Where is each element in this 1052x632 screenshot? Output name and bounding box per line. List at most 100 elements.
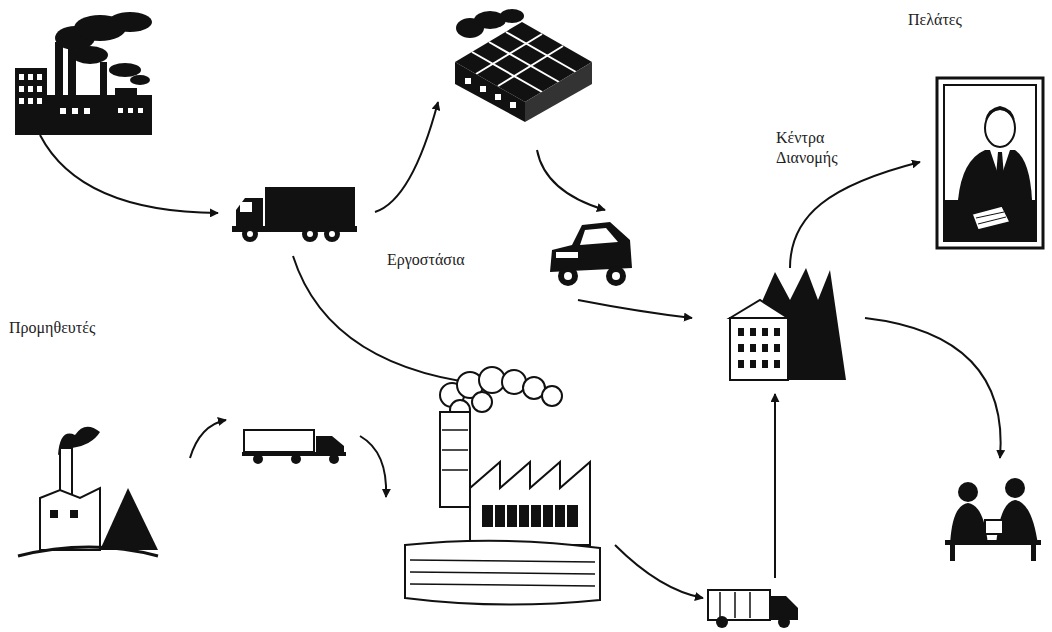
factory-icon-part-part [510, 102, 516, 108]
manufacturing-plant-icon-part-part [410, 560, 595, 562]
customer-portrait-icon-part [958, 150, 1032, 200]
distribution-center-icon-part-part [750, 360, 756, 368]
supplier-factory-icon-part-part [60, 108, 66, 114]
factory-icon-part [455, 62, 525, 122]
truck-icon-part [247, 231, 253, 237]
factory-icon-part-part [480, 86, 486, 92]
supplier-plant-icon-part [50, 510, 58, 518]
supplier-factory-icon-part-part [37, 86, 42, 92]
factory-icon-part-part [495, 94, 501, 100]
customer-portrait-icon-part [985, 106, 1015, 120]
delivery-truck-icon-part-part [719, 592, 721, 618]
stage-label: Πελάτες [908, 10, 962, 30]
flow-arrows-part [537, 150, 605, 210]
supplier-factory-icon-part-part [19, 74, 24, 80]
office-customers-icon-part [985, 520, 1003, 534]
manufacturing-plant-icon-part [494, 505, 566, 527]
supplier-factory-icon-part [19, 74, 143, 114]
pickup-truck-icon-part [556, 252, 578, 258]
trailer-truck-icon-part [244, 430, 314, 452]
office-customers-icon-part [950, 545, 955, 561]
manufacturing-plant-icon-part-part [529, 505, 531, 527]
manufacturing-plant-icon-part [482, 505, 578, 527]
supplier-factory-icon-part-part [84, 108, 90, 114]
truck-icon [232, 187, 357, 242]
stage-label-text: Κέντρα Διανομής [776, 129, 838, 166]
pickup-truck-icon-part [550, 222, 632, 272]
customer-portrait-icon-part [944, 200, 1036, 241]
supplier-plant-icon-part [18, 547, 158, 556]
pickup-truck-icon-part [564, 272, 572, 280]
distribution-center-icon-part-part [750, 328, 756, 336]
truck-icon-part [302, 226, 318, 242]
supplier-factory-icon-part-part [37, 98, 42, 104]
delivery-truck-icon-part [720, 592, 750, 618]
flow-arrows [40, 102, 1001, 598]
supplier-factory-icon-part-part [118, 108, 123, 113]
distribution-center-icon-part-part [774, 360, 780, 368]
distribution-center-icon-part-part [750, 344, 756, 352]
supplier-factory-icon-part [68, 38, 76, 102]
factory-icon-part-part [489, 42, 559, 82]
office-customers-icon-part [950, 503, 988, 545]
delivery-truck-icon-part [708, 590, 770, 620]
factory-icon-part-part [472, 52, 542, 92]
distribution-center-icon-part-part [738, 344, 744, 352]
manufacturing-plant-icon-part-part [442, 469, 468, 471]
supplier-plant-icon-part [100, 488, 158, 550]
flow-arrows-part [293, 256, 500, 386]
manufacturing-plant-icon [405, 367, 600, 605]
supplier-factory-icon [15, 12, 152, 135]
factory-icon-part-part [476, 34, 542, 74]
trailer-truck-icon-part [329, 454, 339, 464]
customer-portrait-icon [937, 78, 1043, 248]
factory-icon [455, 9, 592, 122]
factory-icon-part [525, 62, 592, 122]
manufacturing-plant-icon-part-part [517, 505, 519, 527]
distribution-center-icon-part-part [762, 344, 768, 352]
delivery-truck-icon [708, 590, 798, 628]
truck-icon-part [265, 187, 355, 229]
flow-arrows-part [865, 318, 1001, 458]
distribution-center-icon-part-part [762, 328, 768, 336]
supplier-factory-icon-part-part [28, 74, 33, 80]
trailer-truck-icon-part [291, 454, 301, 464]
supplier-factory-icon-part [40, 95, 152, 135]
stage-label-text: Προμηθευτές [9, 319, 95, 336]
distribution-center-icon-part-part [774, 344, 780, 352]
pickup-truck-icon-part [580, 228, 618, 245]
distribution-center-icon-part-part [762, 360, 768, 368]
distribution-center-icon-part-part [738, 360, 744, 368]
customer-portrait-icon-part [972, 206, 1010, 230]
factory-icon-part [465, 78, 516, 108]
manufacturing-plant-icon-part-part [493, 505, 495, 527]
office-customers-icon-part [1031, 545, 1036, 561]
supplier-factory-icon-part [115, 88, 137, 100]
manufacturing-plant-icon-part-part [553, 505, 555, 527]
stage-label: Προμηθευτές [9, 318, 95, 338]
supplier-factory-icon-part-part [138, 108, 143, 113]
manufacturing-plant-icon-part [410, 560, 595, 586]
truck-icon-part [242, 226, 258, 242]
stage-label: Εργοστάσια [387, 250, 465, 270]
truck-icon-part [307, 231, 313, 237]
flow-arrows-part [360, 436, 386, 497]
manufacturing-plant-icon-part-part [479, 367, 505, 393]
office-customers-icon-part [945, 540, 1041, 545]
truck-icon-part [240, 202, 252, 212]
manufacturing-plant-icon-part-part [541, 505, 543, 527]
supplier-factory-icon-part-part [37, 74, 42, 80]
pickup-truck-icon [550, 222, 632, 286]
manufacturing-plant-icon-part-part [542, 386, 562, 406]
trailer-truck-icon-part [253, 454, 263, 464]
supplier-factory-icon-part [108, 12, 152, 32]
distribution-center-icon-part [738, 328, 780, 368]
distribution-center-icon-part-part [738, 328, 744, 336]
delivery-truck-icon-part-part [749, 592, 751, 618]
delivery-truck-icon-part [778, 616, 790, 628]
customer-portrait-icon-part [996, 152, 1004, 182]
delivery-truck-icon-part [716, 616, 728, 628]
office-customers-icon-part [958, 482, 978, 502]
